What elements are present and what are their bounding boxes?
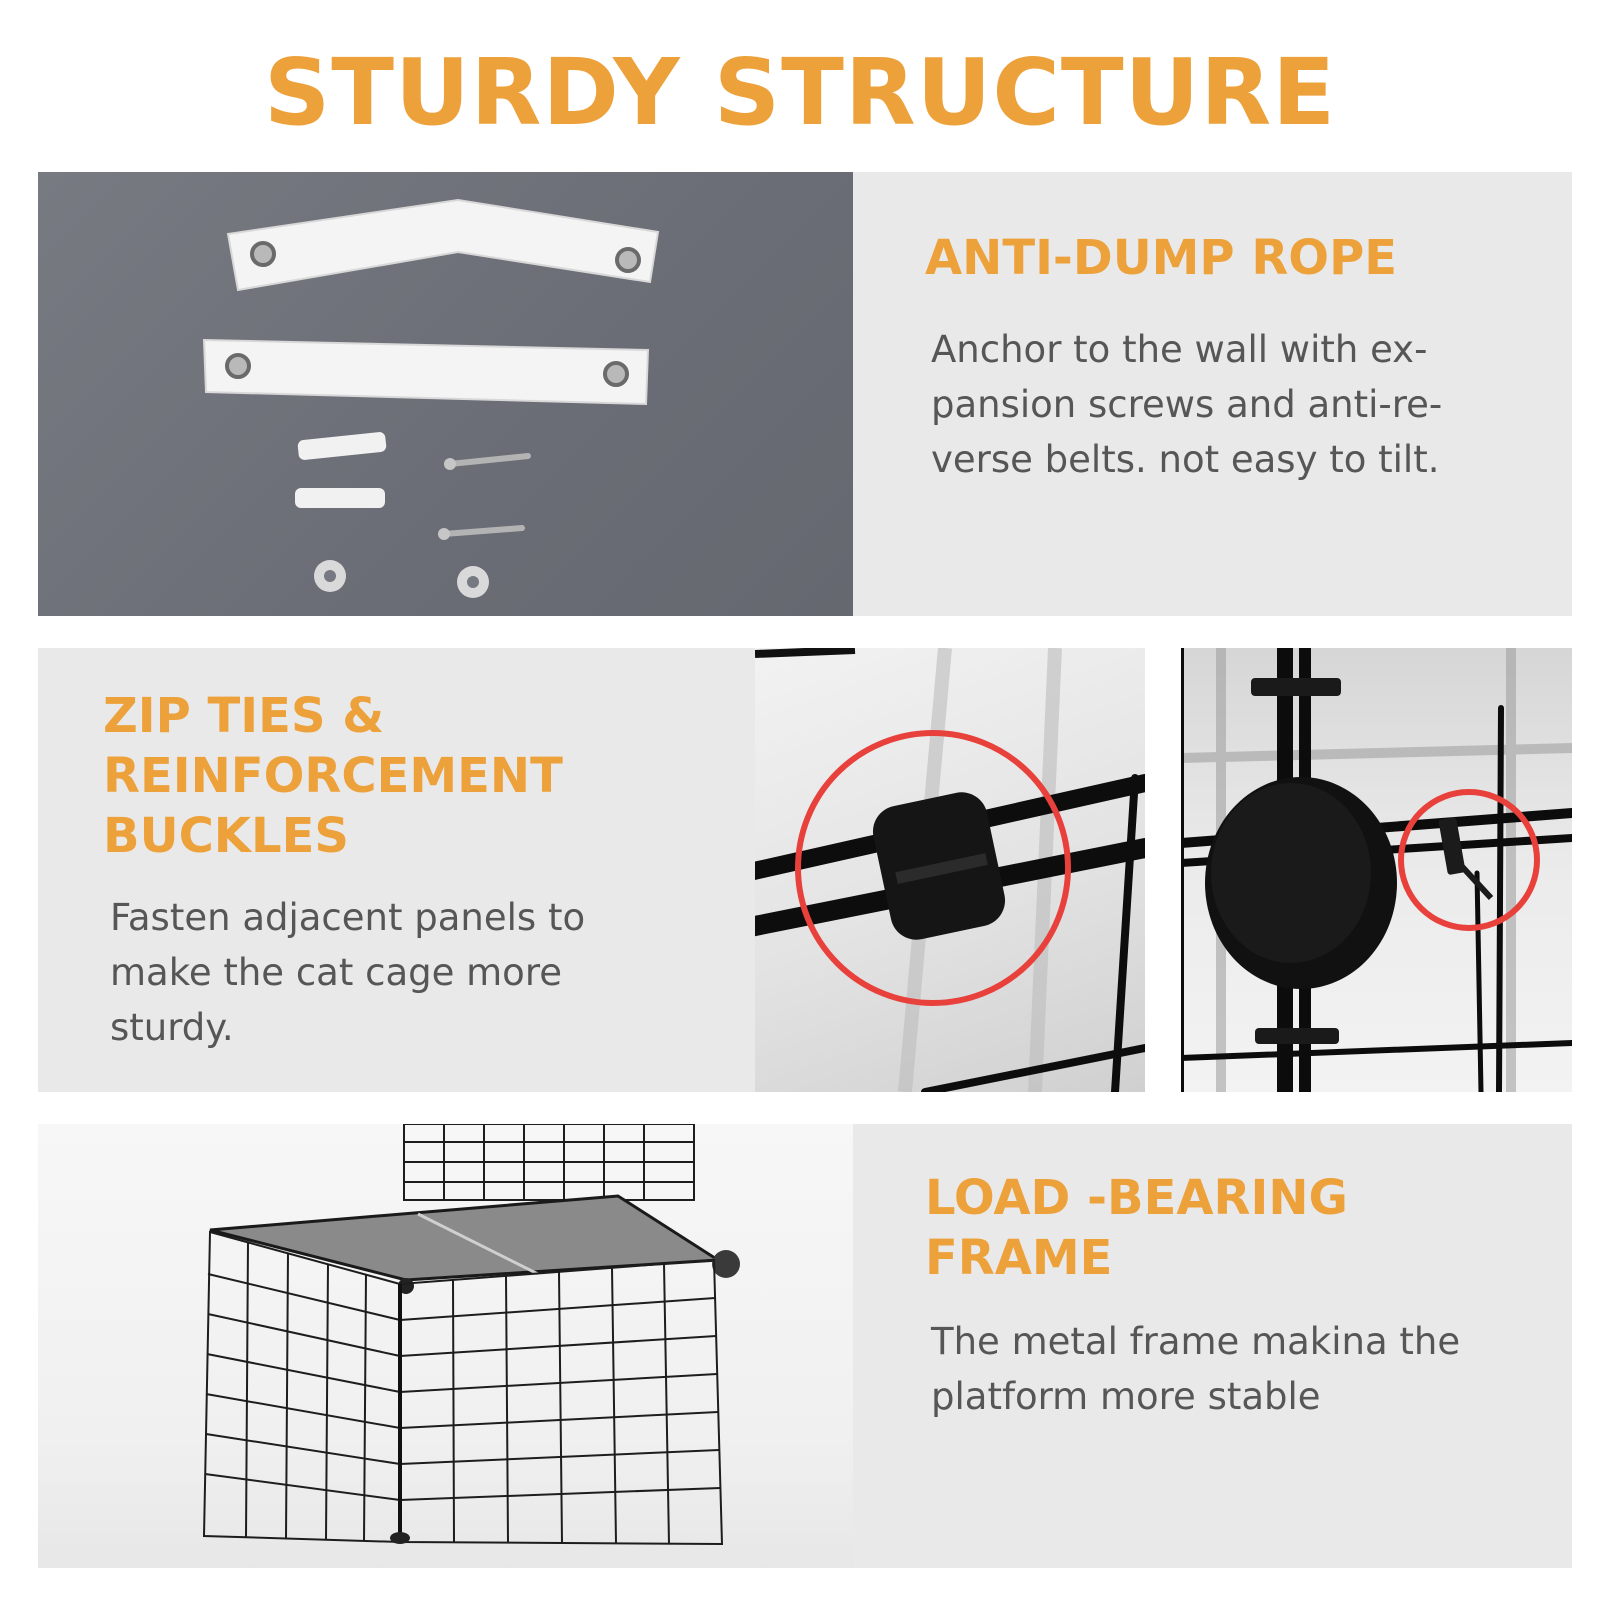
load-bearing-frame-panel: LOAD -BEARING FRAME The metal frame maki… bbox=[853, 1124, 1572, 1568]
highlight-circle bbox=[795, 730, 1071, 1006]
reinforcement-buckle bbox=[872, 792, 1006, 940]
washers bbox=[314, 560, 489, 598]
round-connector bbox=[1205, 777, 1397, 989]
load-bearing-frame-photo bbox=[38, 1124, 853, 1568]
description-line: pansion screws and anti-re- bbox=[931, 383, 1443, 426]
load-bearing-frame-description: The metal frame makina the platform more… bbox=[931, 1314, 1460, 1424]
highlight-circle bbox=[1398, 789, 1540, 931]
description-line: The metal frame makina the bbox=[931, 1320, 1461, 1363]
page-title: STURDY STRUCTURE bbox=[263, 39, 1337, 146]
buckle-closeup-photo bbox=[755, 648, 1145, 1092]
zip-ties-heading: ZIP TIES & REINFORCEMENT BUCKLES bbox=[103, 686, 563, 866]
platform bbox=[209, 1194, 740, 1294]
description-line: Anchor to the wall with ex- bbox=[931, 328, 1428, 371]
description-line: verse belts. not easy to tilt. bbox=[931, 438, 1440, 481]
description-line: make the cat cage more bbox=[110, 951, 562, 994]
strap-bottom bbox=[202, 338, 650, 406]
heading-line: BUCKLES bbox=[103, 808, 349, 864]
anti-dump-rope-heading: ANTI-DUMP ROPE bbox=[925, 230, 1398, 286]
back-grid-panel bbox=[403, 1124, 695, 1201]
zip-ties-description: Fasten adjacent panels to make the cat c… bbox=[110, 890, 585, 1055]
heading-line: LOAD -BEARING bbox=[925, 1170, 1348, 1226]
anti-dump-rope-photo bbox=[38, 172, 853, 616]
zip-tie bbox=[1438, 817, 1494, 901]
heading-line: FRAME bbox=[925, 1230, 1113, 1286]
zip-tie-closeup-photo bbox=[1181, 648, 1572, 1092]
expansion-anchors bbox=[295, 432, 387, 508]
screws bbox=[438, 453, 531, 540]
right-grid-panel bbox=[399, 1258, 724, 1546]
description-line: platform more stable bbox=[931, 1375, 1321, 1418]
left-grid-panel bbox=[202, 1230, 401, 1544]
description-line: sturdy. bbox=[110, 1006, 234, 1049]
heading-line: ZIP TIES & bbox=[103, 688, 385, 744]
description-line: Fasten adjacent panels to bbox=[110, 896, 586, 939]
zip-ties-panel: ZIP TIES & REINFORCEMENT BUCKLES Fasten … bbox=[38, 648, 755, 1092]
anti-dump-rope-panel: ANTI-DUMP ROPE Anchor to the wall with e… bbox=[853, 172, 1572, 616]
strap-top bbox=[226, 198, 660, 292]
heading-line: REINFORCEMENT bbox=[103, 748, 563, 804]
anti-dump-rope-description: Anchor to the wall with ex- pansion scre… bbox=[931, 322, 1442, 487]
load-bearing-frame-heading: LOAD -BEARING FRAME bbox=[925, 1168, 1348, 1288]
